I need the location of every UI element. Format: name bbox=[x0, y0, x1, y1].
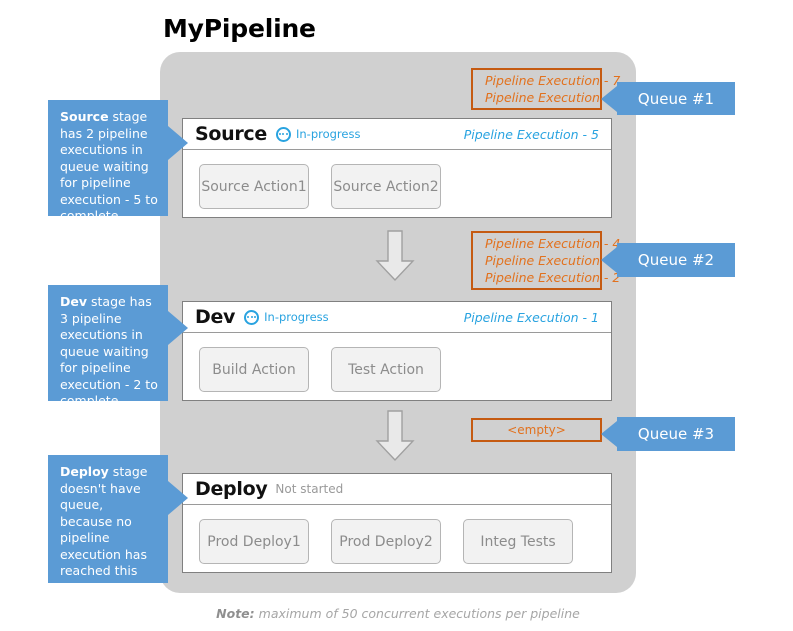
stage-actions-source: Source Action1 Source Action2 bbox=[183, 150, 611, 223]
in-progress-dots-icon bbox=[244, 309, 260, 325]
callout-tail-icon bbox=[168, 481, 188, 515]
footer-note-text: maximum of 50 concurrent executions per … bbox=[254, 606, 580, 621]
footer-note: Note: maximum of 50 concurrent execution… bbox=[188, 606, 608, 621]
stage-name: Source bbox=[195, 123, 267, 145]
stage-execution-label: Pipeline Execution - 5 bbox=[463, 126, 599, 142]
stage-status: In-progress bbox=[295, 127, 361, 141]
stage-header-source: Source In-progress Pipeline Execution - … bbox=[183, 119, 611, 150]
stage-status: In-progress bbox=[264, 310, 329, 324]
queue-box-3: <empty> bbox=[471, 418, 602, 442]
queue-item: Pipeline Execution - 2 bbox=[485, 270, 621, 285]
stage-name: Deploy bbox=[195, 478, 268, 500]
page-title: MyPipeline bbox=[163, 14, 316, 43]
annotation-bold: Dev bbox=[60, 294, 88, 309]
queue-empty-label: <empty> bbox=[507, 422, 566, 437]
flow-arrow-down-icon bbox=[375, 410, 415, 462]
in-progress-dots-icon bbox=[275, 126, 291, 142]
queue-item: Pipeline Execution - 4 bbox=[485, 236, 621, 251]
annotation-bold: Deploy bbox=[60, 464, 109, 479]
stage-execution-label: Pipeline Execution - 1 bbox=[463, 309, 599, 325]
annotation-dev: Dev stage has 3 pipeline executions in q… bbox=[48, 285, 188, 408]
stage-source[interactable]: Source In-progress Pipeline Execution - … bbox=[182, 118, 612, 218]
queue-label-text: Queue #1 bbox=[637, 89, 715, 108]
stage-actions-dev: Build Action Test Action bbox=[183, 333, 611, 406]
annotation-text: stage doesn't have queue, because no pip… bbox=[60, 464, 148, 595]
action-box[interactable]: Build Action bbox=[199, 347, 309, 392]
action-box[interactable]: Source Action2 bbox=[331, 164, 441, 209]
stage-status: Not started bbox=[275, 482, 344, 496]
queue-item: Pipeline Execution - 3 bbox=[485, 253, 621, 268]
action-box[interactable]: Test Action bbox=[331, 347, 441, 392]
queue-box-1: Pipeline Execution - 7 Pipeline Executio… bbox=[471, 68, 621, 110]
stage-header-dev: Dev In-progress Pipeline Execution - 1 bbox=[183, 302, 611, 333]
action-box[interactable]: Prod Deploy1 bbox=[199, 519, 309, 564]
stage-actions-deploy: Prod Deploy1 Prod Deploy2 Integ Tests bbox=[183, 505, 611, 578]
annotation-deploy: Deploy stage doesn't have queue, because… bbox=[48, 455, 188, 595]
callout-tail-icon bbox=[601, 85, 617, 112]
action-box[interactable]: Integ Tests bbox=[463, 519, 573, 564]
action-box[interactable]: Prod Deploy2 bbox=[331, 519, 441, 564]
queue-label-3[interactable]: Queue #3 bbox=[601, 417, 735, 451]
annotation-text: stage has 2 pipeline executions in queue… bbox=[60, 109, 158, 223]
queue-item: Pipeline Execution - 6 bbox=[485, 90, 621, 105]
queue-label-text: Queue #3 bbox=[637, 425, 715, 443]
callout-tail-icon bbox=[601, 247, 617, 273]
callout-tail-icon bbox=[601, 421, 617, 447]
queue-item: Pipeline Execution - 7 bbox=[485, 73, 621, 88]
flow-arrow-down-icon bbox=[375, 230, 415, 282]
queue-box-2: Pipeline Execution - 4 Pipeline Executio… bbox=[471, 231, 621, 290]
annotation-bold: Source bbox=[60, 109, 109, 124]
stage-name: Dev bbox=[195, 306, 236, 328]
annotation-source: Source stage has 2 pipeline executions i… bbox=[48, 100, 188, 223]
callout-tail-icon bbox=[168, 311, 188, 345]
action-box[interactable]: Source Action1 bbox=[199, 164, 309, 209]
stage-header-deploy: Deploy Not started bbox=[183, 474, 611, 505]
queue-label-2[interactable]: Queue #2 bbox=[601, 243, 735, 277]
annotation-text: stage has 3 pipeline executions in queue… bbox=[60, 294, 158, 408]
stage-deploy[interactable]: Deploy Not started Prod Deploy1 Prod Dep… bbox=[182, 473, 612, 573]
queue-label-1[interactable]: Queue #1 bbox=[601, 82, 735, 115]
footer-note-prefix: Note: bbox=[216, 606, 255, 621]
stage-dev[interactable]: Dev In-progress Pipeline Execution - 1 B… bbox=[182, 301, 612, 401]
callout-tail-icon bbox=[168, 126, 188, 160]
queue-label-text: Queue #2 bbox=[637, 251, 715, 269]
